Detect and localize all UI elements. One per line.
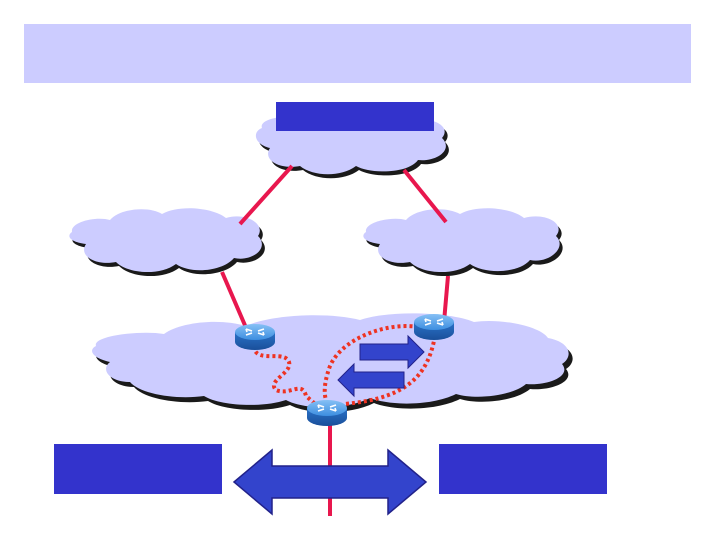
cloud-left xyxy=(69,208,265,277)
right-box xyxy=(439,444,607,494)
link-right-router xyxy=(442,275,450,323)
links xyxy=(220,164,450,516)
arrow-left xyxy=(337,362,405,398)
left-box xyxy=(54,444,222,494)
banner-background xyxy=(24,24,691,83)
link-top-right xyxy=(402,168,448,224)
router-right xyxy=(413,313,455,341)
cloud-right xyxy=(363,208,563,277)
arrow-right xyxy=(359,334,425,370)
dotted-paths xyxy=(251,324,438,410)
top-box-label xyxy=(276,102,434,131)
double-arrow xyxy=(232,448,428,516)
link-top-left xyxy=(238,164,294,226)
router-left xyxy=(234,323,276,351)
router-bottom xyxy=(306,399,348,427)
link-left-router xyxy=(220,271,249,331)
dotted-path-right xyxy=(322,324,431,410)
dotted-path-right-return xyxy=(343,329,438,406)
dotted-path-left xyxy=(251,339,322,410)
left-box-label xyxy=(54,444,222,494)
right-box-label xyxy=(439,444,607,494)
top-box xyxy=(276,102,434,131)
